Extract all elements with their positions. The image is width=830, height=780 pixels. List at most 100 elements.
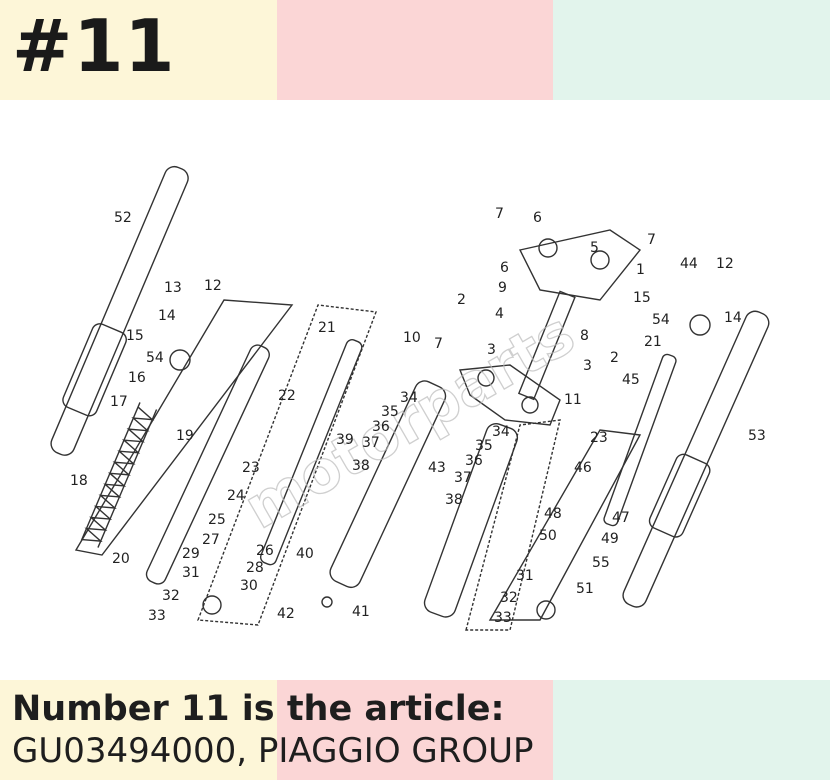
- label-24: 24: [227, 488, 245, 504]
- band-segment-yellow: [0, 680, 277, 780]
- panel-damper-right: [488, 429, 642, 621]
- label-2-right: 2: [610, 350, 619, 366]
- label-50: 50: [539, 528, 557, 544]
- label-38-left: 38: [352, 458, 370, 474]
- label-44: 44: [680, 256, 698, 272]
- label-29: 29: [182, 546, 200, 562]
- label-5: 5: [590, 240, 599, 256]
- band-segment-mint: [553, 0, 830, 100]
- label-47: 47: [612, 510, 630, 526]
- label-34-left: 34: [400, 390, 418, 406]
- label-6-lower: 6: [500, 260, 509, 276]
- cap-54-left: [169, 349, 191, 371]
- label-23-left: 23: [242, 460, 260, 476]
- panel-inner-tube-left: [74, 299, 294, 556]
- label-35-left: 35: [381, 404, 399, 420]
- label-43: 43: [428, 460, 446, 476]
- label-39: 39: [336, 432, 354, 448]
- label-18: 18: [70, 473, 88, 489]
- label-7-top-right: 7: [647, 232, 656, 248]
- label-16: 16: [128, 370, 146, 386]
- label-3-right: 3: [583, 358, 592, 374]
- label-7-bottom: 7: [434, 336, 443, 352]
- damper-rod-left: [259, 339, 363, 566]
- label-36-left: 36: [372, 419, 390, 435]
- label-15: 15: [126, 328, 144, 344]
- label-10: 10: [403, 330, 421, 346]
- header-color-band: [0, 0, 830, 100]
- label-26: 26: [256, 543, 274, 559]
- label-37-left: 37: [362, 435, 380, 451]
- label-42: 42: [277, 606, 295, 622]
- label-15-right: 15: [633, 290, 651, 306]
- label-32-right: 32: [500, 590, 518, 606]
- label-30: 30: [240, 578, 258, 594]
- label-21-right: 21: [644, 334, 662, 350]
- label-25: 25: [208, 512, 226, 528]
- page-title: #11: [12, 4, 176, 88]
- part-labels: 52 13 12 14 15 54 16 17 19 18 20 21 22 2…: [70, 206, 766, 626]
- label-3-left: 3: [487, 342, 496, 358]
- cap-54-right: [689, 314, 711, 336]
- label-45: 45: [622, 372, 640, 388]
- steering-stem: [517, 290, 576, 401]
- panel-slider-right: [465, 419, 561, 631]
- fork-tube-left: [50, 165, 189, 456]
- label-31-right: 31: [516, 568, 534, 584]
- label-49: 49: [601, 531, 619, 547]
- inner-tube-left: [145, 344, 270, 585]
- cap-nut-33-right: [536, 600, 556, 620]
- label-31-left: 31: [182, 565, 200, 581]
- bolt-41: [321, 596, 333, 608]
- label-32-left: 32: [162, 588, 180, 604]
- label-14: 14: [158, 308, 176, 324]
- cap-nut-33-left: [202, 595, 222, 615]
- label-41: 41: [352, 604, 370, 620]
- label-28: 28: [246, 560, 264, 576]
- lower-slider-right: [423, 423, 519, 618]
- label-52: 52: [114, 210, 132, 226]
- label-1: 1: [636, 262, 645, 278]
- label-6-upper: 6: [533, 210, 542, 226]
- fork-tube-right: [622, 310, 770, 608]
- label-36-right: 36: [465, 453, 483, 469]
- label-8: 8: [580, 328, 589, 344]
- bottom-bracket: [459, 364, 561, 426]
- label-19: 19: [176, 428, 194, 444]
- label-11: 11: [564, 392, 582, 408]
- label-14-right: 14: [724, 310, 742, 326]
- label-54-right: 54: [652, 312, 670, 328]
- label-48: 48: [544, 506, 562, 522]
- label-17: 17: [110, 394, 128, 410]
- fork-spring: [80, 402, 158, 548]
- band-segment-pink: [277, 680, 553, 780]
- label-9: 9: [498, 280, 507, 296]
- label-20: 20: [112, 551, 130, 567]
- label-40: 40: [296, 546, 314, 562]
- label-53: 53: [748, 428, 766, 444]
- label-21-left: 21: [318, 320, 336, 336]
- caption-heading: Number 11 is the article:: [12, 689, 505, 729]
- label-37-right: 37: [454, 470, 472, 486]
- lower-slider-left: [329, 380, 447, 589]
- caption-color-band: [0, 680, 830, 780]
- band-segment-pink: [277, 0, 553, 100]
- label-23-right: 23: [590, 430, 608, 446]
- label-4: 4: [495, 306, 504, 322]
- label-7-top-left: 7: [495, 206, 504, 222]
- label-12: 12: [204, 278, 222, 294]
- label-38-right: 38: [445, 492, 463, 508]
- label-12-right: 12: [716, 256, 734, 272]
- label-54: 54: [146, 350, 164, 366]
- label-51: 51: [576, 581, 594, 597]
- caption-article-number: GU03494000, PIAGGIO GROUP: [12, 731, 534, 771]
- label-35-right: 35: [475, 438, 493, 454]
- damper-rod-right: [603, 353, 677, 527]
- label-34-right: 34: [492, 424, 510, 440]
- label-46: 46: [574, 460, 592, 476]
- label-27: 27: [202, 532, 220, 548]
- exploded-fork-diagram: motorparts 52 13 12 14 15 54 16 17 19 18…: [50, 165, 770, 631]
- label-2-left: 2: [457, 292, 466, 308]
- label-33-right: 33: [494, 610, 512, 626]
- panel-damper-left: [197, 304, 377, 626]
